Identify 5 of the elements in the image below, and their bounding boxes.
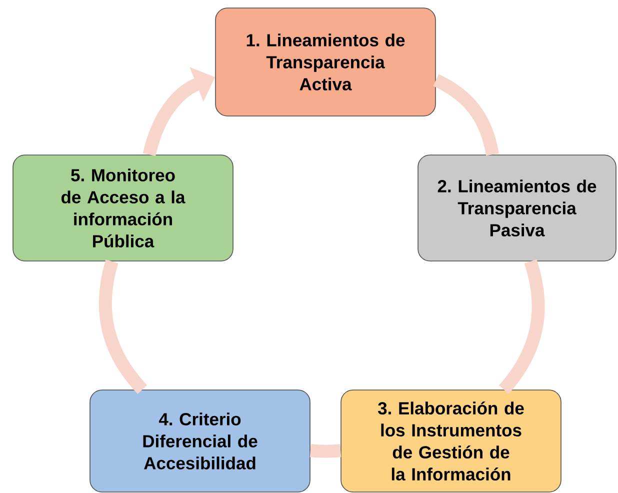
process-box: 2. Lineamientos de Transparencia Pasiva xyxy=(418,154,616,262)
process-box: 4. Criterio Diferencial de Accesibilidad xyxy=(90,390,310,492)
process-box: 5. Monitoreo de Acceso a la información Pública xyxy=(12,154,234,262)
process-box: 1. Lineamientos de Transparencia Activa xyxy=(215,8,436,116)
process-box: 3. Elaboración de los Instrumentos de Gestión de la Información xyxy=(340,390,562,492)
